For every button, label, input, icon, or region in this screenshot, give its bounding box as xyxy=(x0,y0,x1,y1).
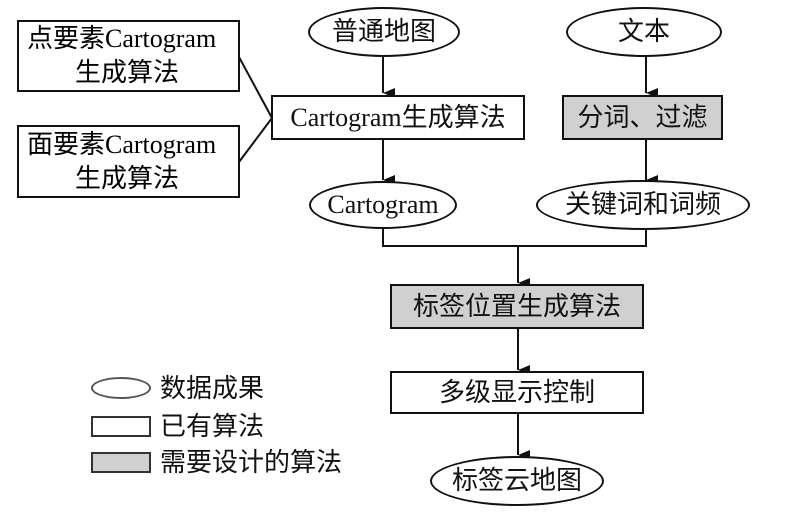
text-label: 文本 xyxy=(617,17,670,46)
multilevel-display-label: 多级显示控制 xyxy=(438,377,595,407)
tag-cloud-map-label: 标签云地图 xyxy=(451,466,582,495)
segment-filter-node: 分词、过滤 xyxy=(562,95,723,140)
connector-area-to-algo xyxy=(238,117,273,163)
connector-point-to-algo xyxy=(238,56,273,119)
legend-existing-algo-label: 已有算法 xyxy=(160,412,265,441)
cartogram-algo-node: Cartogram生成算法 xyxy=(271,95,525,140)
legend-data-result-label: 数据成果 xyxy=(160,374,265,403)
area-cartogram-line2: 生成算法 xyxy=(75,163,180,193)
normal-map-node: 普通地图 xyxy=(308,7,460,57)
keywords-freq-node: 关键词和词频 xyxy=(536,180,750,230)
label-position-algo-label: 标签位置生成算法 xyxy=(412,291,621,321)
connector-merge xyxy=(382,228,647,247)
point-cartogram-algo-box: 点要素Cartogram 生成算法 xyxy=(17,20,240,92)
legend-gray-rect-swatch xyxy=(91,452,151,473)
point-cartogram-line2: 生成算法 xyxy=(75,58,180,87)
keywords-freq-label: 关键词和词频 xyxy=(564,190,721,219)
label-position-algo-node: 标签位置生成算法 xyxy=(390,284,644,329)
segment-filter-label: 分词、过滤 xyxy=(577,102,708,132)
normal-map-label: 普通地图 xyxy=(331,17,436,46)
cartogram-algo-label: Cartogram生成算法 xyxy=(290,102,506,132)
text-node: 文本 xyxy=(566,7,722,57)
legend-new-algo-label: 需要设计的算法 xyxy=(160,448,343,477)
multilevel-display-node: 多级显示控制 xyxy=(390,371,644,414)
cartogram-label: Cartogram xyxy=(327,190,439,219)
cartogram-node: Cartogram xyxy=(309,181,457,229)
area-cartogram-line1: 面要素Cartogram xyxy=(27,129,217,159)
area-cartogram-algo-box: 面要素Cartogram 生成算法 xyxy=(17,125,240,198)
point-cartogram-line1: 点要素Cartogram xyxy=(27,24,217,53)
tag-cloud-map-node: 标签云地图 xyxy=(430,456,604,506)
legend-ellipse-swatch xyxy=(91,377,151,399)
legend-white-rect-swatch xyxy=(91,416,151,437)
